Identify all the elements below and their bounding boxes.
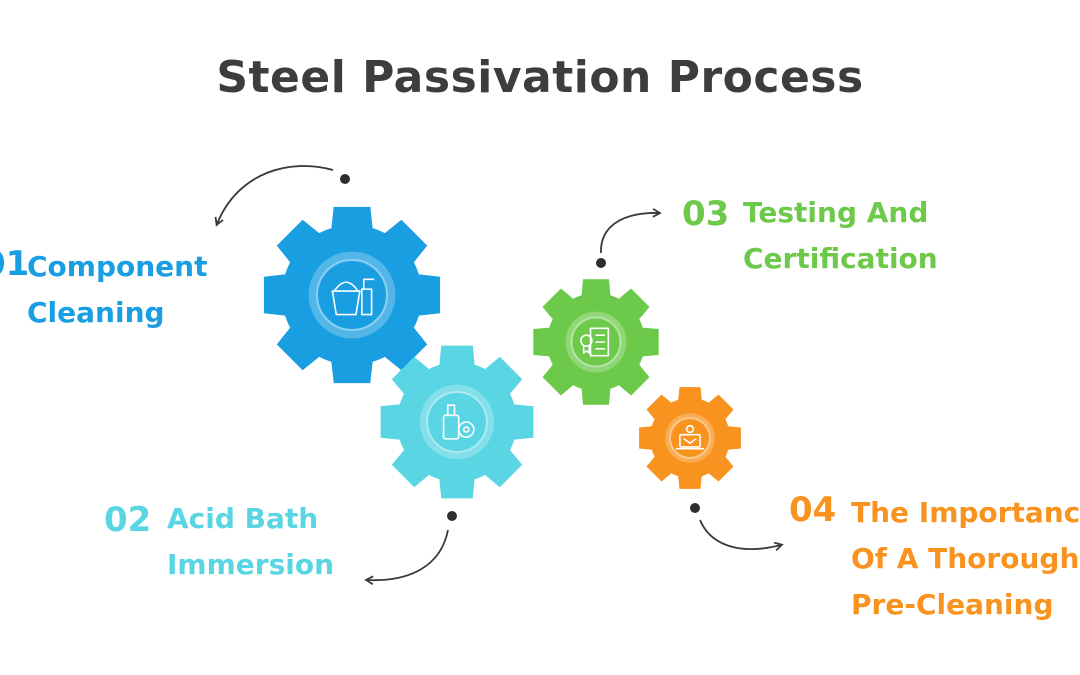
gear-4-hub-inner <box>669 417 711 459</box>
step-4-label-line-3: Pre-Cleaning <box>851 588 1054 621</box>
step-2-label: Acid Bath Immersion <box>167 496 334 588</box>
step-4-label-line-1: The Importance <box>851 496 1080 529</box>
step-1-label-line-2: Cleaning <box>27 296 165 329</box>
step-2-label-line-2: Immersion <box>167 548 335 581</box>
cleaning-supplies-icon <box>331 278 375 316</box>
chemical-bottle-icon <box>442 404 475 440</box>
connector-dot-2 <box>447 511 457 521</box>
connector-dot-3 <box>596 258 606 268</box>
connector-dot-1 <box>340 174 350 184</box>
laptop-settings-icon <box>675 424 705 450</box>
step-3-label: Testing And Certification <box>743 190 938 282</box>
gear-1-hub-inner <box>316 259 388 331</box>
gear-step-1 <box>263 206 441 384</box>
step-3-label-line-1: Testing And <box>743 196 929 229</box>
step-1-label-line-1: Component <box>27 250 208 283</box>
connector-arrow-1 <box>214 165 334 227</box>
connector-dot-4 <box>690 503 700 513</box>
gear-step-3 <box>533 279 659 405</box>
gear-step-4 <box>639 387 741 489</box>
step-2-number: 02 <box>104 500 152 540</box>
connector-arrow-3 <box>600 208 662 254</box>
step-4-number: 04 <box>789 490 837 530</box>
step-1-number: 01 <box>0 244 30 284</box>
step-1-label: Component Cleaning <box>27 244 207 336</box>
connector-arrows <box>214 165 784 586</box>
step-3-label-line-2: Certification <box>743 242 938 275</box>
gears-group <box>263 206 741 499</box>
step-3-number: 03 <box>682 194 730 234</box>
connector-arrow-2 <box>364 529 449 586</box>
gear-2-hub-inner <box>426 391 488 453</box>
step-2-label-line-1: Acid Bath <box>167 502 319 535</box>
step-4-label: The Importance Of A Thorough Pre-Cleanin… <box>851 490 1080 628</box>
gear-step-2 <box>380 345 534 499</box>
step-4-label-line-2: Of A Thorough <box>851 542 1080 575</box>
certificate-document-icon <box>580 327 610 357</box>
page-title: Steel Passivation Process <box>216 52 864 103</box>
connector-arrow-4 <box>699 519 784 552</box>
